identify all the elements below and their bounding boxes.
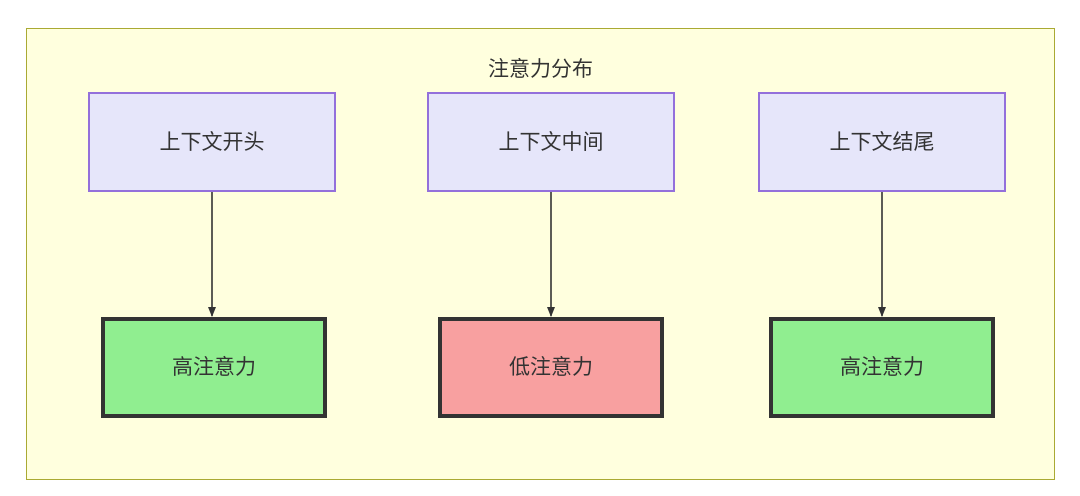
node-high-attention-end[interactable]: 高注意力: [769, 317, 995, 418]
node-context-middle[interactable]: 上下文中间: [427, 92, 675, 192]
node-context-end[interactable]: 上下文结尾: [758, 92, 1006, 192]
node-low-attention-middle[interactable]: 低注意力: [438, 317, 664, 418]
node-label: 上下文中间: [498, 130, 604, 154]
subgraph-title: 注意力分布: [488, 58, 593, 81]
node-high-attention-start[interactable]: 高注意力: [101, 317, 327, 418]
node-label: 上下文开头: [159, 130, 265, 154]
node-label: 高注意力: [172, 356, 256, 379]
node-label: 高注意力: [840, 356, 924, 379]
node-context-start[interactable]: 上下文开头: [88, 92, 336, 192]
node-label: 低注意力: [509, 356, 593, 379]
node-label: 上下文结尾: [829, 130, 935, 154]
